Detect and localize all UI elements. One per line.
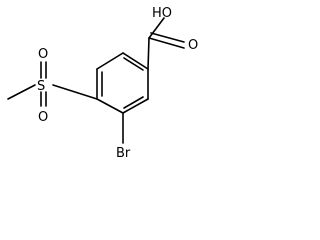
bromine-label: Br xyxy=(116,146,131,161)
ring-double-bond-inner-2 xyxy=(123,96,144,109)
benzene-ring xyxy=(96,52,149,114)
bond-ring-to-carboxyl xyxy=(147,37,150,70)
ring-bond-c3-c4 xyxy=(122,98,149,114)
ring-bond-c6-c1 xyxy=(96,52,124,70)
sulfonyl-oxygen-top-label: O xyxy=(38,47,48,62)
bond-sulfur-to-methyl xyxy=(7,84,36,100)
sulfonyl-oxygen-bottom-label: O xyxy=(38,110,48,125)
ring-double-bond-inner-1 xyxy=(123,57,144,71)
carboxylic-acid-group: HO O xyxy=(147,6,198,70)
hydroxyl-label: HO xyxy=(152,6,172,21)
bond-carboxyl-to-oxygen-2 xyxy=(150,32,185,43)
bromine-substituent: Br xyxy=(116,112,131,161)
bond-carboxyl-to-hydroxyl xyxy=(148,17,165,39)
ring-bond-c1-c2 xyxy=(122,52,149,70)
ring-bond-c4-c5 xyxy=(96,98,124,114)
methylsulfonyl-group: S O O xyxy=(7,47,98,125)
carbonyl-oxygen-label: O xyxy=(188,38,198,53)
chemical-structure: HO O S O O Br xyxy=(7,6,198,161)
sulfur-label: S xyxy=(37,79,45,94)
bond-carboxyl-to-oxygen-1 xyxy=(148,37,185,49)
bond-ring-to-sulfur xyxy=(52,84,98,100)
